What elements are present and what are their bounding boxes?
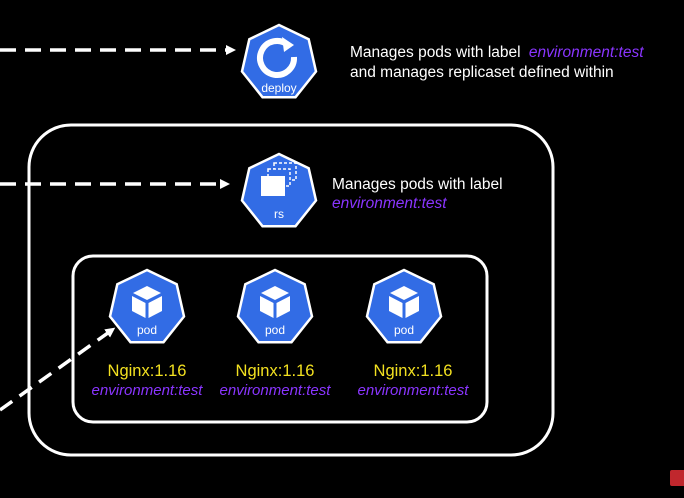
deploy-description-text: Manages pods with label — [350, 44, 521, 61]
pod-icon-2: pod — [236, 268, 314, 344]
replicaset-description-line1: Manages pods with label — [332, 176, 503, 193]
replicaset-description-label: environment:test — [332, 195, 447, 212]
pod-icon-3: pod — [365, 268, 443, 344]
pod-image-1: Nginx:1.16 — [107, 362, 187, 380]
pod-icon-1: pod — [108, 268, 186, 344]
pod-icon-label-3: pod — [394, 323, 414, 337]
pod-label-2: environment:test — [219, 382, 331, 399]
pods-container — [71, 254, 489, 424]
pod-icon-label-1: pod — [137, 323, 157, 337]
deploy-description-line2: and manages replicaset defined within — [350, 64, 614, 81]
replicaset-container — [27, 123, 555, 457]
replicaset-icon-label: rs — [274, 207, 284, 221]
deploy-description-label: environment:test — [528, 44, 644, 61]
pod-image-2: Nginx:1.16 — [235, 362, 315, 380]
replicaset-icon: rs — [240, 152, 318, 228]
deploy-icon: deploy — [240, 23, 318, 99]
pod-image-3: Nginx:1.16 — [373, 362, 453, 380]
deploy-description-line1: Manages pods with label environment:test — [350, 43, 644, 62]
pod-label-3: environment:test — [357, 382, 469, 399]
pod-label-1: environment:test — [91, 382, 203, 399]
record-indicator-icon — [670, 470, 684, 486]
deploy-icon-label: deploy — [261, 81, 296, 95]
pod-icon-label-2: pod — [265, 323, 285, 337]
